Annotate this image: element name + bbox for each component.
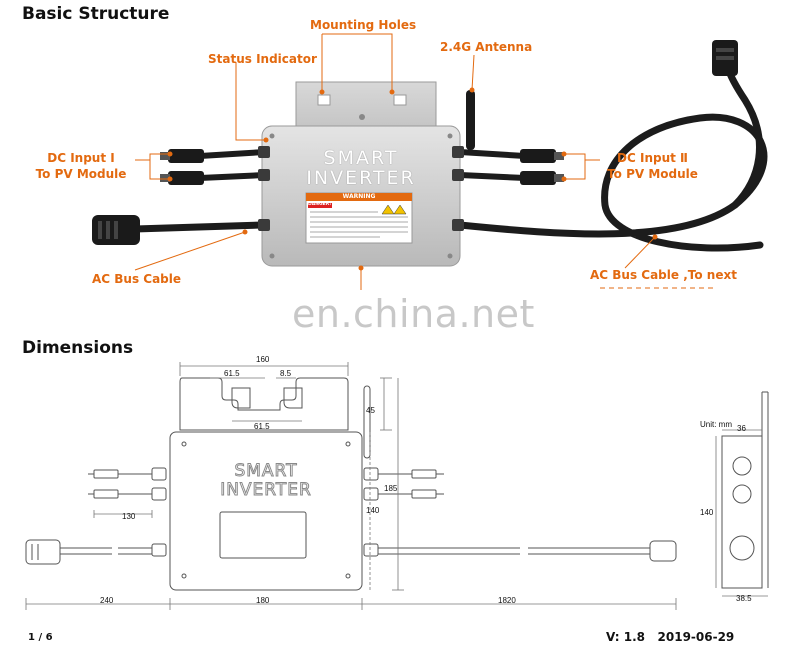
dim-width-top: 160 [256, 355, 270, 364]
callout-status-indicator: Status Indicator [208, 52, 317, 66]
dim-case-outline [169, 431, 363, 591]
warning-label [305, 192, 413, 244]
warning-header: WARNING [342, 193, 376, 200]
dc-input-1-connectors [160, 149, 266, 185]
dim-brand-line1: SMART [234, 461, 298, 481]
callout-ac-bus-cable-next-underline [600, 287, 715, 289]
warning-danger: DANGER! [308, 202, 332, 207]
dim-hole-width: 61.5 [254, 422, 270, 431]
antenna [466, 90, 475, 150]
dim-case-height: 140 [366, 506, 380, 515]
ac-bus-cable-loop [456, 64, 768, 252]
callout-ac-bus-cable-next: AC Bus Cable ,To next [590, 268, 737, 282]
callout-dc-input-1-line2: To PV Module [35, 167, 127, 181]
dim-body-height: 185 [384, 484, 398, 493]
callout-ac-bus-cable: AC Bus Cable [92, 272, 182, 286]
callout-mounting-holes: Mounting Holes [310, 18, 417, 32]
watermark: en.china.net [292, 292, 535, 336]
dim-hole-gap: 8.5 [280, 369, 292, 378]
page-indicator: 1 / 6 [28, 632, 53, 643]
basic-structure-title: Basic Structure [22, 4, 170, 24]
device-brand-line1: SMART [323, 147, 399, 169]
version-date: V: 1.8 2019-06-29 [606, 630, 735, 644]
dim-brand-line2: INVERTER [220, 480, 312, 500]
dim-side-height: 140 [700, 508, 714, 517]
callout-lines [134, 33, 656, 290]
dim-ac-left: 240 [100, 596, 114, 605]
device-brand: SMART INVERTER [262, 148, 460, 188]
callout-dc-input-2: DC Input Ⅱ To PV Module [600, 150, 705, 182]
dc-input-2-connectors [459, 149, 564, 185]
callout-dc-input-1: DC Input Ⅰ To PV Module [26, 150, 136, 182]
ac-connector-top-right [712, 40, 738, 76]
dim-body-width: 180 [256, 596, 270, 605]
callout-dc-input-2-line2: To PV Module [607, 167, 698, 181]
dim-bracket-height: 45 [366, 406, 375, 415]
side-view-outline [721, 391, 769, 589]
device-brand-line2: INVERTER [306, 167, 416, 189]
callout-dc-input-2-line1: DC Input Ⅱ [617, 151, 688, 165]
ac-bus-cable-left [92, 215, 263, 245]
dim-side-depth-top: 36 [737, 424, 746, 433]
dim-hole-left: 61.5 [224, 369, 240, 378]
dim-ac-right: 1820 [498, 596, 516, 605]
callout-antenna: 2.4G Antenna [440, 40, 533, 54]
dimensions-title: Dimensions [22, 338, 134, 358]
dim-side-unit: Unit: mm [700, 420, 732, 429]
callout-dc-input-1-line1: DC Input Ⅰ [47, 151, 115, 165]
dim-brand: SMART INVERTER [196, 461, 336, 500]
dim-side-depth: 38.5 [736, 594, 752, 603]
dim-dc-cable: 130 [122, 512, 136, 521]
